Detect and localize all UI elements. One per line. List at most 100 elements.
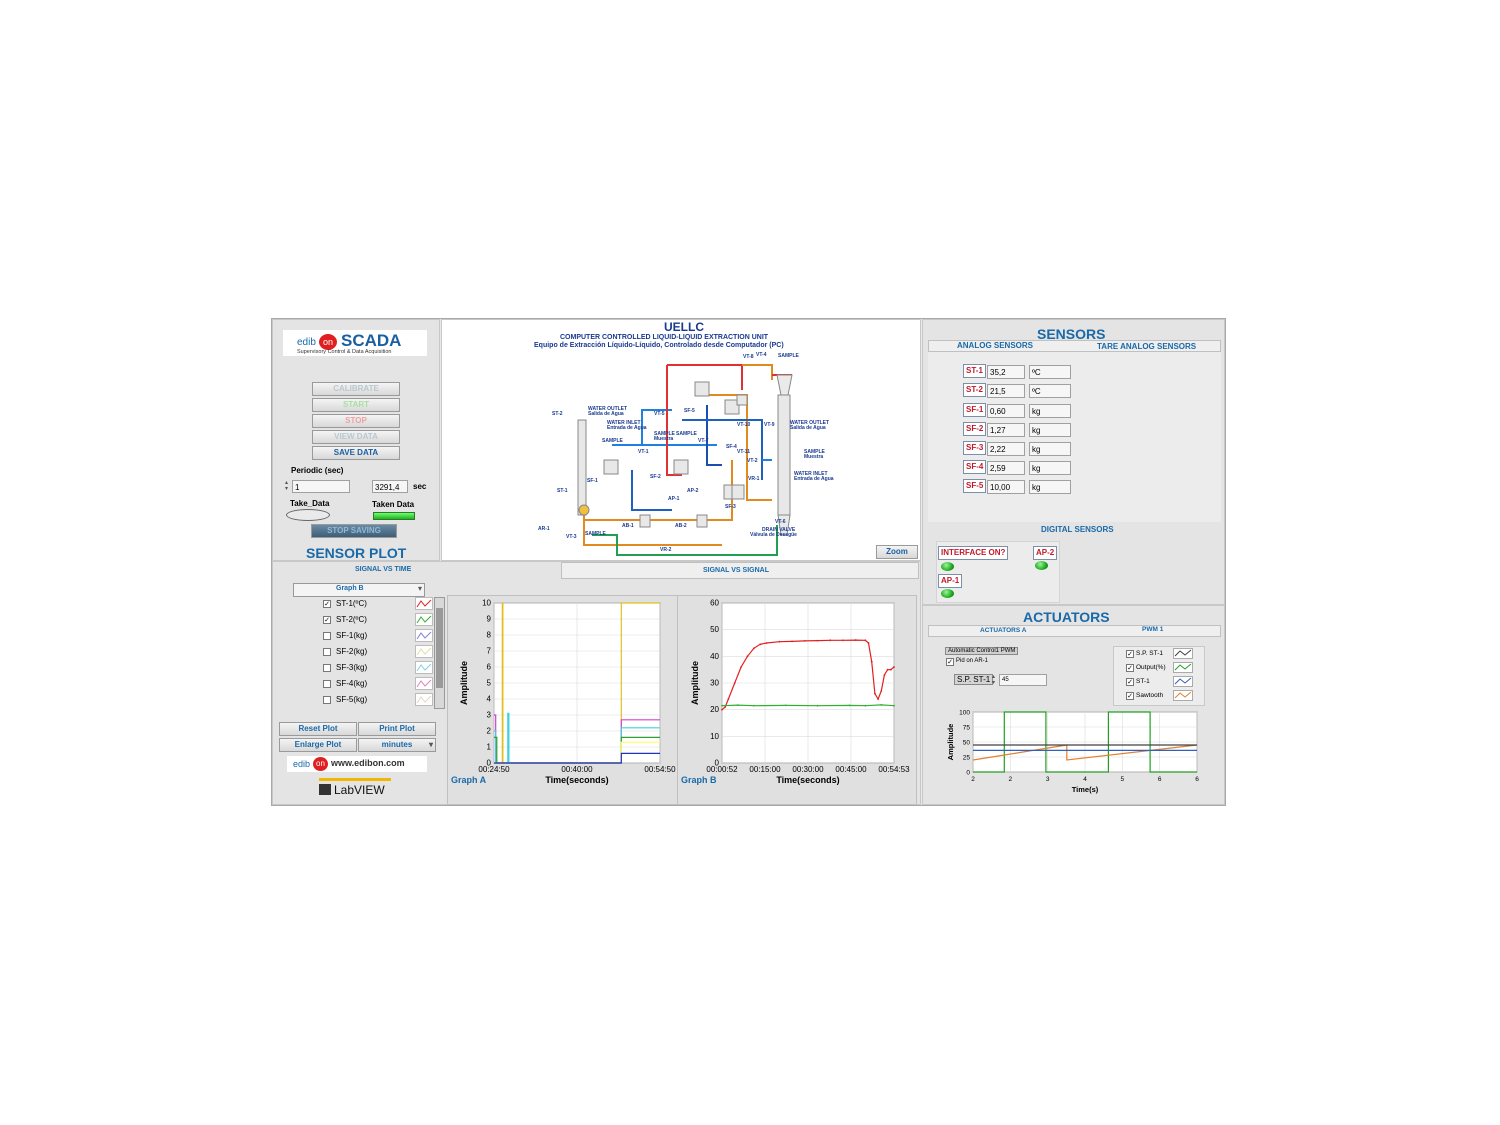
edibon-url: www.edibon.com — [331, 758, 405, 768]
data-point — [867, 642, 870, 644]
sensor-unit-st2: ºC — [1029, 384, 1071, 398]
channel-check-sf2[interactable] — [323, 648, 331, 656]
chevron-down-icon: ▾ — [417, 584, 422, 593]
periodic-input[interactable]: 1 — [292, 480, 350, 493]
label-vr2: VR-2 — [660, 547, 672, 553]
tab-tare-analog-sensors[interactable]: TARE ANALOG SENSORS — [1097, 342, 1197, 351]
data-point — [880, 690, 883, 692]
label-vt4: VT-4 — [756, 352, 767, 358]
label-entrada-agua: Entrada de Agua — [607, 425, 647, 431]
label-vt5: VT-5 — [654, 411, 665, 417]
periodic-stepper[interactable]: ▴▾ — [285, 480, 289, 492]
channel-check-sf1[interactable] — [323, 632, 331, 640]
channel-swatch-sf3 — [415, 661, 433, 674]
tab-actuators-a[interactable]: ACTUATORS A — [980, 627, 1027, 634]
label-salida-agua-2: Salida de Agua — [790, 425, 826, 431]
channel-check-sf3[interactable] — [323, 664, 331, 672]
control-panel: edib on SCADA Supervisory Control & Data… — [272, 319, 440, 561]
label-vr1: VR-1 — [748, 476, 760, 482]
legend-check-output[interactable]: ✓ — [1126, 664, 1134, 672]
sp-stepper[interactable]: ▴▾ — [992, 674, 996, 686]
legend-check-sawtooth[interactable]: ✓ — [1126, 692, 1134, 700]
digital-tag-interface: INTERFACE ON? — [938, 546, 1009, 560]
view-data-button[interactable]: VIEW DATA — [312, 430, 400, 444]
data-point — [880, 703, 883, 706]
label-sf1: SF-1 — [587, 478, 598, 484]
tab-signal-vs-time[interactable]: SIGNAL VS TIME — [355, 566, 412, 573]
tab-analog-sensors[interactable]: ANALOG SENSORS — [957, 341, 1034, 350]
channel-label-sf4: SF-4(kg) — [336, 679, 368, 688]
label-valvula-desague: Válvula de Desagüe — [750, 532, 797, 538]
series-line-0 — [973, 711, 1197, 773]
x-tick-label: 2 — [971, 776, 975, 783]
channel-swatch-sf2 — [415, 645, 433, 658]
reset-plot-button[interactable]: Reset Plot — [279, 722, 357, 736]
scroll-thumb[interactable] — [436, 608, 443, 688]
channel-check-st2[interactable]: ✓ — [323, 616, 331, 624]
sp-label: S.P. ST-1 — [954, 674, 994, 685]
diagram-subtitle-es: Equipo de Extracción Líquido-Líquido, Co… — [534, 342, 784, 349]
zoom-button[interactable]: Zoom — [876, 545, 918, 559]
time-units-value: minutes — [381, 740, 413, 749]
calibrate-button[interactable]: CALIBRATE — [312, 382, 400, 396]
data-point — [864, 639, 867, 642]
sensor-value-sf1: 0,60 — [987, 404, 1025, 418]
label-sample-6: SAMPLE — [778, 353, 800, 359]
y-tick-label: 20 — [710, 705, 719, 714]
sensors-tab-strip — [928, 340, 1221, 352]
data-point — [877, 698, 879, 700]
series-line-0 — [721, 639, 895, 711]
ap1-led — [941, 589, 954, 598]
save-data-button[interactable]: SAVE DATA — [312, 446, 400, 460]
legend-label-st1: ST-1 — [1136, 678, 1150, 685]
scada-wordmark: SCADA — [341, 331, 402, 350]
time-units-select[interactable]: minutes ▾ — [358, 738, 436, 752]
y-tick-label: 9 — [487, 615, 492, 624]
data-point — [791, 640, 793, 643]
data-point — [759, 643, 762, 646]
y-tick-label: 6 — [487, 663, 492, 672]
label-vt10: VT-10 — [737, 422, 751, 428]
channel-check-st1[interactable]: ✓ — [323, 600, 331, 608]
channel-swatch-sf4 — [415, 677, 433, 690]
pid-checkbox[interactable]: ✓ — [946, 658, 954, 666]
stop-saving-button[interactable]: STOP SAVING — [311, 524, 397, 538]
data-point — [752, 704, 755, 707]
analog-sensors-area — [928, 352, 1221, 522]
channel-check-sf5[interactable] — [323, 696, 331, 704]
take-data-toggle[interactable] — [286, 509, 330, 521]
start-button[interactable]: START — [312, 398, 400, 412]
data-point — [737, 704, 739, 707]
enlarge-plot-button[interactable]: Enlarge Plot — [279, 738, 357, 752]
graph-name-label: Graph B — [681, 775, 717, 785]
stop-button[interactable]: STOP — [312, 414, 400, 428]
graph-selector[interactable]: Graph B ▾ — [293, 583, 425, 597]
data-point — [842, 639, 844, 642]
tab-signal-vs-signal[interactable]: SIGNAL VS SIGNAL — [703, 567, 769, 574]
pid-label: Pid on AR-1 — [956, 658, 989, 664]
channel-scrollbar[interactable] — [434, 597, 445, 709]
data-point — [778, 640, 781, 643]
tab-pwm-1[interactable]: PWM 1 — [1142, 626, 1164, 633]
legend-check-st1[interactable]: ✓ — [1126, 678, 1134, 686]
sp-input[interactable]: 45 — [999, 674, 1047, 686]
data-point — [816, 704, 819, 707]
label-vt7: VT-7 — [698, 438, 709, 444]
taken-data-label: Taken Data — [372, 500, 415, 509]
scada-subtitle: Supervisory Control & Data Acquisition — [297, 349, 392, 355]
auto-control-label: Automatic Control1 PWM — [945, 647, 1019, 655]
data-point — [889, 668, 892, 671]
sensor-tag-sf4: SF-4 — [963, 460, 987, 474]
channel-check-sf4[interactable] — [323, 680, 331, 688]
print-plot-button[interactable]: Print Plot — [358, 722, 436, 736]
label-vt3: VT-3 — [566, 534, 577, 540]
legend-check-sp[interactable]: ✓ — [1126, 650, 1134, 658]
y-tick-label: 50 — [710, 625, 719, 634]
channel-label-sf1: SF-1(kg) — [336, 631, 368, 640]
sensor-value-sf5: 10,00 — [987, 480, 1025, 494]
legend-swatch-output — [1173, 662, 1193, 673]
sensor-value-st1: 35,2 — [987, 365, 1025, 379]
label-water-inlet: WATER INLET — [607, 420, 641, 426]
data-point — [870, 660, 873, 663]
x-tick-label: 2 — [1009, 776, 1013, 783]
